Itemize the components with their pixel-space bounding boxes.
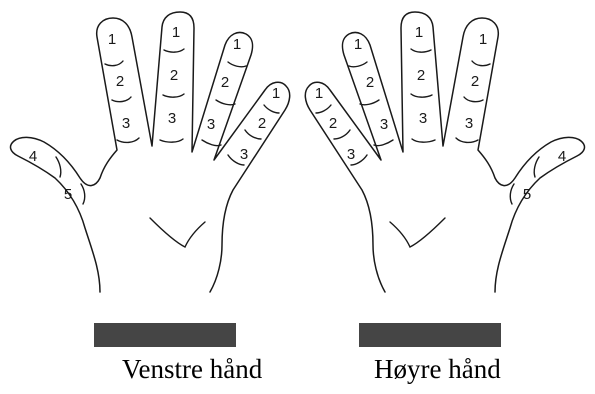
left-middle-label-2: 2 — [221, 74, 229, 91]
right-little-label-1: 1 — [479, 31, 487, 48]
right-ring-label-2: 2 — [417, 67, 425, 84]
left-wrist-band — [94, 323, 236, 347]
left-thumb-label-4: 4 — [29, 148, 37, 165]
left-finger-middle: 1 2 3 — [202, 36, 246, 146]
left-palm-crease — [150, 218, 205, 247]
right-little-label-3: 3 — [465, 115, 473, 132]
left-thumb-label-5: 5 — [64, 186, 72, 203]
right-ring-label-1: 1 — [415, 24, 423, 41]
right-little-label-2: 2 — [471, 73, 479, 90]
left-ring-label-2: 2 — [170, 67, 178, 84]
left-ring-label-1: 1 — [172, 24, 180, 41]
left-index-label-1: 1 — [272, 85, 280, 102]
left-index-label-2: 2 — [258, 115, 266, 132]
left-index-label-3: 3 — [240, 146, 248, 163]
right-ring-label-3: 3 — [419, 110, 427, 127]
right-wrist-band — [359, 323, 501, 347]
left-hand: 1 2 3 1 2 3 1 2 3 1 2 3 — [11, 12, 290, 347]
right-hand — [305, 12, 584, 347]
right-index-label-2: 2 — [329, 115, 337, 132]
left-little-label-1: 1 — [108, 31, 116, 48]
left-little-label-3: 3 — [122, 115, 130, 132]
right-palm-crease — [390, 218, 445, 247]
right-middle-label-3: 3 — [380, 116, 388, 133]
left-middle-label-3: 3 — [207, 116, 215, 133]
right-hand-caption: Høyre hånd — [374, 356, 501, 383]
left-middle-label-1: 1 — [233, 36, 241, 53]
right-middle-label-2: 2 — [366, 74, 374, 91]
left-hand-caption: Venstre hånd — [122, 356, 262, 383]
right-index-label-3: 3 — [347, 146, 355, 163]
left-little-label-2: 2 — [116, 73, 124, 90]
left-finger-ring: 1 2 3 — [160, 24, 184, 142]
right-thumb-label-5: 5 — [523, 186, 531, 203]
left-finger-thumb: 4 5 — [29, 148, 85, 204]
left-ring-label-3: 3 — [168, 110, 176, 127]
right-thumb-label-4: 4 — [558, 148, 566, 165]
right-index-label-1: 1 — [315, 85, 323, 102]
right-middle-label-1: 1 — [354, 36, 362, 53]
